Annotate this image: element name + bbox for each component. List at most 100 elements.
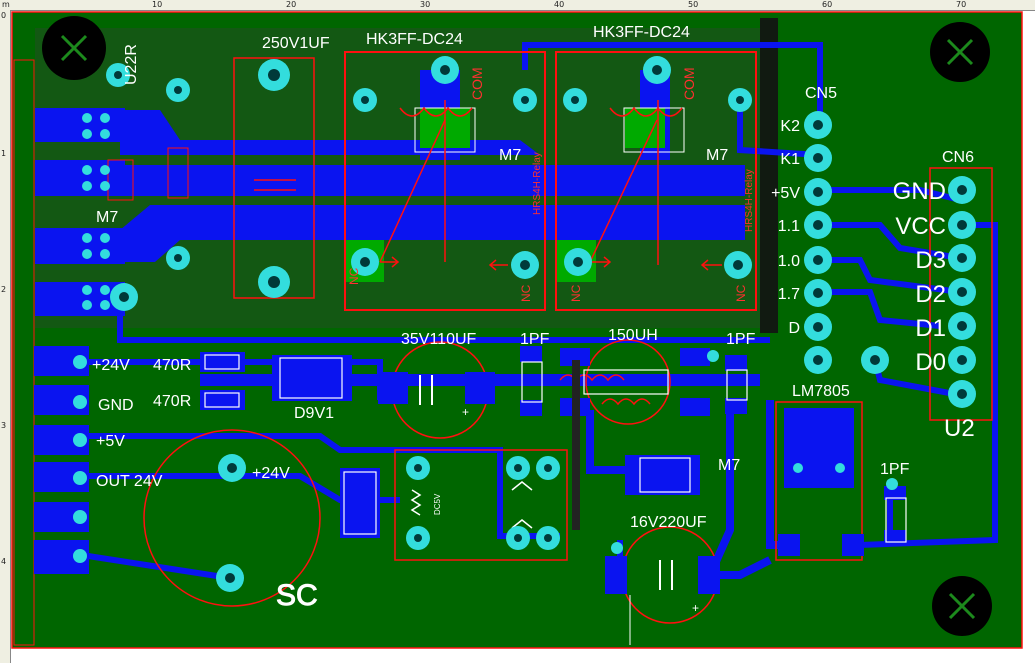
relay2-label: HK3FF-DC24 <box>593 24 690 41</box>
ruler-tick: 70 <box>956 0 967 9</box>
mounting-hole-icon <box>930 22 990 82</box>
cn5-pin-label: 1.1 <box>778 218 800 235</box>
resistor-zigzag-icon <box>410 489 422 516</box>
switch-contact-icon <box>511 481 533 491</box>
cn5-label: CN5 <box>805 85 837 102</box>
cn6-pin-label: GND <box>893 178 946 205</box>
relay1-coil-icon <box>399 106 473 117</box>
ruler-tick: 2 <box>1 285 7 294</box>
switch-contact-icon <box>511 519 533 529</box>
cn6-pin-label: VCC <box>895 213 946 240</box>
top-ruler: m 10 20 30 40 50 60 70 <box>0 0 1035 11</box>
cn5-pin-labels: K2 K1 +5V 1.1 1.0 1.7 D <box>771 118 800 337</box>
ruler-tick: 40 <box>554 0 565 9</box>
out24v-label: OUT 24V <box>96 473 163 490</box>
lm7805-outline <box>775 401 863 561</box>
board-outline <box>11 11 1023 649</box>
sc-logo-text: SC <box>276 579 318 612</box>
left-ruler: 0 1 2 3 4 <box>0 10 11 663</box>
smd-pad[interactable] <box>778 534 800 556</box>
cn6-outline <box>929 167 993 421</box>
pf-label: 1PF <box>520 331 550 348</box>
r470-label: 470R <box>153 357 191 374</box>
ruler-tick: 3 <box>1 421 7 430</box>
ruler-tick: 30 <box>420 0 431 9</box>
cn5-pin-label: K2 <box>780 118 800 135</box>
cap-24v-label: +24V <box>252 465 290 482</box>
ruler-tick: 0 <box>1 11 7 20</box>
ruler-tick: 60 <box>822 0 833 9</box>
u2-label: U2 <box>944 415 975 442</box>
ruler-tick: 10 <box>152 0 163 9</box>
cn6-pin-labels: GND VCC D3 D2 D1 D0 <box>893 178 946 376</box>
relay1-label: HK3FF-DC24 <box>366 31 463 48</box>
com2-label: COM <box>681 67 697 100</box>
smd-pad[interactable] <box>842 534 864 556</box>
pf-label: 1PF <box>726 331 756 348</box>
polarity-mark: + <box>462 405 469 419</box>
smd-footprints <box>204 354 907 543</box>
mounting-hole-icon <box>42 16 106 80</box>
lm7805-label: LM7805 <box>792 383 850 400</box>
inductor-coil-icon <box>559 374 625 382</box>
cap-16v-label: 16V220UF <box>630 514 707 531</box>
small-relay-outline <box>394 449 568 561</box>
cap-250v-label: 250V1UF <box>262 35 330 52</box>
cn5-pin-label: 1.0 <box>778 253 800 270</box>
cn5-pin-label: 1.7 <box>778 286 800 303</box>
relay1-silk: HRS4H-Relay <box>532 152 543 215</box>
cn6-pin-label: D2 <box>915 281 946 308</box>
inductor-coil-icon <box>601 398 651 406</box>
cn6-pin-label: D1 <box>915 315 946 342</box>
mounting-hole-icon <box>932 576 992 636</box>
arrow-icon <box>380 256 722 271</box>
ground-strip <box>760 18 778 333</box>
m7-relay1-label: M7 <box>499 147 521 164</box>
relay2-outline <box>555 51 757 311</box>
inductor-label: 150UH <box>608 327 658 344</box>
ruler-tick: 4 <box>1 557 7 566</box>
cn5-pin-label: +5V <box>771 185 800 202</box>
inductor-outline <box>585 339 671 425</box>
relay2-silk: HRS4H-Relay <box>744 169 755 232</box>
u22r-label: U22R <box>123 44 140 85</box>
nc4-label: NC <box>734 284 748 302</box>
through-hole-pads[interactable] <box>73 56 976 592</box>
r470-label: 470R <box>153 393 191 410</box>
ruler-tick: 50 <box>688 0 699 9</box>
trace-gap <box>572 360 580 530</box>
cn5-pin-label: D <box>788 320 800 337</box>
cn6-pin-label: D0 <box>915 349 946 376</box>
pf-label: 1PF <box>880 461 910 478</box>
cn5-pin-label: K1 <box>780 151 800 168</box>
p5v-label: +5V <box>96 433 125 450</box>
ruler-tick: m <box>2 0 10 9</box>
relay2-coil-icon <box>609 106 683 117</box>
cn6-label: CN6 <box>942 149 974 166</box>
nc3-label: NC <box>569 284 583 302</box>
relay1-switch-line <box>379 119 446 263</box>
ruler-tick: 1 <box>1 149 7 158</box>
com1-label: COM <box>469 67 485 100</box>
u22r-outline <box>167 147 189 199</box>
p24v-label: +24V <box>92 357 130 374</box>
nc1-label: NC <box>347 267 361 285</box>
relay2-coil-box <box>623 107 685 153</box>
small-relay-label: DC5V <box>433 493 442 515</box>
relay1-outline <box>344 51 546 311</box>
lm7805-tab[interactable] <box>784 408 854 488</box>
m7-relay2-label: M7 <box>706 147 728 164</box>
cap-35v-label: 35V110UF <box>401 331 477 348</box>
smd-pads[interactable] <box>200 346 906 594</box>
ruler-tick: 20 <box>286 0 297 9</box>
polarity-mark: + <box>692 601 699 615</box>
m7-left-label: M7 <box>96 209 118 226</box>
cap-24v-outline <box>143 429 321 607</box>
d9v1-label: D9V1 <box>294 405 334 422</box>
nc2-label: NC <box>519 284 533 302</box>
relay2-switch-line <box>589 119 658 263</box>
m7-right-label: M7 <box>718 457 740 474</box>
m7-left-outline <box>107 159 134 201</box>
